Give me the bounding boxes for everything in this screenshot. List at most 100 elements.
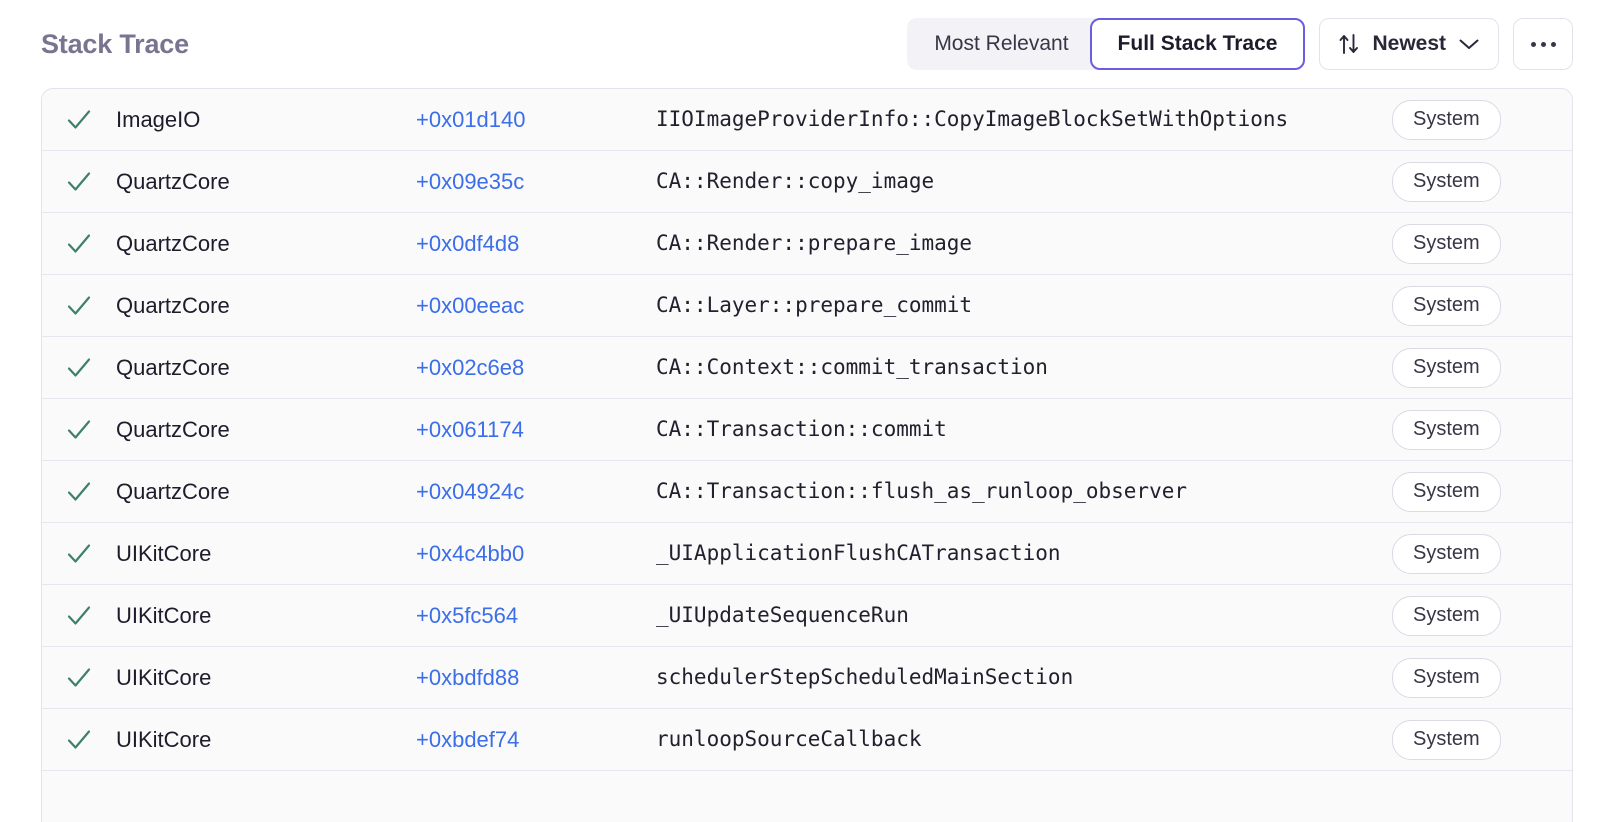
- status-badge: System: [1392, 161, 1501, 202]
- frame-offset-link[interactable]: +0x09e35c: [416, 168, 525, 194]
- frame-package: ImageIO: [116, 106, 201, 132]
- frame-status-cell: [42, 355, 116, 381]
- frame-function: _UIUpdateSequenceRun: [656, 603, 909, 627]
- frame-status-cell: [42, 293, 116, 319]
- frame-badge-cell: System: [1384, 409, 1572, 450]
- status-badge: System: [1392, 657, 1501, 698]
- chevron-down-icon: [1458, 37, 1480, 51]
- table-row[interactable]: ImageIO +0x01d140 IIOImageProviderInfo::Co…: [42, 89, 1572, 151]
- frame-status-cell: [42, 169, 116, 195]
- status-badge: System: [1392, 719, 1501, 760]
- checkmark-icon: [66, 541, 92, 567]
- table-row[interactable]: UIKitCore +0xbdef74 runloopSourceCallback S…: [42, 709, 1572, 771]
- panel-header: Stack Trace Most Relevant Full Stack Tra…: [41, 0, 1573, 88]
- frame-status-cell: [42, 541, 116, 567]
- frame-offset-link[interactable]: +0x01d140: [416, 106, 526, 132]
- sort-button[interactable]: Newest: [1319, 18, 1499, 70]
- frame-package: QuartzCore: [116, 478, 230, 504]
- status-badge: System: [1392, 409, 1501, 450]
- frame-package: UIKitCore: [116, 664, 212, 690]
- table-row[interactable]: UIKitCore +0x5fc564 _UIUpdateSequenceRun Sy…: [42, 585, 1572, 647]
- frame-function: CA::Transaction::commit: [656, 417, 947, 441]
- table-row[interactable]: UIKitCore+0x4c4bb0_UIApplicationFlushCAT…: [42, 523, 1572, 585]
- checkmark-icon: [66, 603, 92, 629]
- checkmark-icon: [66, 231, 92, 257]
- frame-package: QuartzCore: [116, 292, 230, 318]
- checkmark-icon: [66, 293, 92, 319]
- status-badge: System: [1392, 99, 1501, 140]
- frame-badge-cell: System: [1384, 657, 1572, 698]
- frame-offset-link[interactable]: +0x00eeac: [416, 292, 525, 318]
- stack-trace-mode-segmented-control[interactable]: Most Relevant Full Stack Trace: [907, 18, 1306, 70]
- frame-status-cell: [42, 727, 116, 753]
- sort-button-label: Newest: [1372, 32, 1446, 55]
- frame-function: runloopSourceCallback: [656, 727, 922, 751]
- frame-package: QuartzCore: [116, 230, 230, 256]
- table-row[interactable]: QuartzCore +0x061174 CA::Transaction::comm…: [42, 399, 1572, 461]
- frame-badge-cell: System: [1384, 285, 1572, 326]
- tab-full-stack-trace[interactable]: Full Stack Trace: [1089, 18, 1306, 70]
- frame-function: CA::Render::copy_image: [656, 169, 935, 193]
- frame-offset-link[interactable]: +0x02c6e8: [416, 354, 525, 380]
- frame-package: QuartzCore: [116, 354, 230, 380]
- frame-function: CA::Render::prepare_image: [656, 231, 973, 255]
- page-title: Stack Trace: [41, 28, 189, 59]
- header-controls: Most Relevant Full Stack Trace Newest: [907, 18, 1573, 70]
- frame-package: QuartzCore: [116, 416, 230, 442]
- frame-badge-cell: System: [1384, 471, 1572, 512]
- table-row[interactable]: QuartzCore +0x09e35c CA::Render::copy_imag…: [42, 151, 1572, 213]
- frame-package: QuartzCore: [116, 168, 230, 194]
- table-row[interactable]: QuartzCore +0x00eeac CA::Layer::prepare_co…: [42, 275, 1572, 337]
- frame-offset-link[interactable]: +0x4c4bb0: [416, 540, 525, 566]
- ellipsis-icon: [1530, 41, 1556, 47]
- frame-function: CA::Context::commit_transaction: [656, 355, 1048, 379]
- status-badge: System: [1392, 347, 1501, 388]
- frame-badge-cell: System: [1384, 99, 1572, 140]
- frame-status-cell: [42, 231, 116, 257]
- frame-offset-link[interactable]: +0xbdfd88: [416, 664, 520, 690]
- stack-frames-list: ImageIO +0x01d140 IIOImageProviderInfo::Co…: [41, 88, 1573, 822]
- frame-offset-link[interactable]: +0xbdef74: [416, 726, 520, 752]
- status-badge: System: [1392, 595, 1501, 636]
- frame-function: schedulerStepScheduledMainSection: [656, 665, 1074, 689]
- status-badge: System: [1392, 533, 1501, 574]
- frame-badge-cell: System: [1384, 595, 1572, 636]
- checkmark-icon: [66, 417, 92, 443]
- frame-offset-link[interactable]: +0x0df4d8: [416, 230, 520, 256]
- frame-status-cell: [42, 479, 116, 505]
- frame-badge-cell: System: [1384, 161, 1572, 202]
- checkmark-icon: [66, 355, 92, 381]
- tab-most-relevant[interactable]: Most Relevant: [907, 18, 1096, 70]
- checkmark-icon: [66, 169, 92, 195]
- status-badge: System: [1392, 223, 1501, 264]
- frame-offset-link[interactable]: +0x04924c: [416, 478, 525, 504]
- sort-arrows-icon: [1338, 32, 1360, 56]
- frame-badge-cell: System: [1384, 223, 1572, 264]
- frame-badge-cell: System: [1384, 533, 1572, 574]
- frame-status-cell: [42, 665, 116, 691]
- frame-offset-link[interactable]: +0x061174: [416, 416, 524, 442]
- status-badge: System: [1392, 285, 1501, 326]
- frame-status-cell: [42, 417, 116, 443]
- checkmark-icon: [66, 665, 92, 691]
- frame-function: IIOImageProviderInfo::CopyImageBlockSetW…: [656, 107, 1289, 131]
- frame-badge-cell: System: [1384, 347, 1572, 388]
- more-options-button[interactable]: [1513, 18, 1573, 70]
- frame-package: UIKitCore: [116, 540, 212, 566]
- table-row[interactable]: UIKitCore +0xbdfd88 schedulerStepScheduled…: [42, 647, 1572, 709]
- frame-package: UIKitCore: [116, 726, 212, 752]
- frame-status-cell: [42, 603, 116, 629]
- checkmark-icon: [66, 727, 92, 753]
- checkmark-icon: [66, 107, 92, 133]
- frame-status-cell: [42, 107, 116, 133]
- table-row[interactable]: QuartzCore +0x02c6e8 CA::Context::commit_t…: [42, 337, 1572, 399]
- status-badge: System: [1392, 471, 1501, 512]
- frame-offset-link[interactable]: +0x5fc564: [416, 602, 519, 628]
- frame-badge-cell: System: [1384, 719, 1572, 760]
- table-row[interactable]: QuartzCore +0x0df4d8 CA::Render::prepare_i…: [42, 213, 1572, 275]
- checkmark-icon: [66, 479, 92, 505]
- frame-function: CA::Layer::prepare_commit: [656, 293, 973, 317]
- frame-package: UIKitCore: [116, 602, 212, 628]
